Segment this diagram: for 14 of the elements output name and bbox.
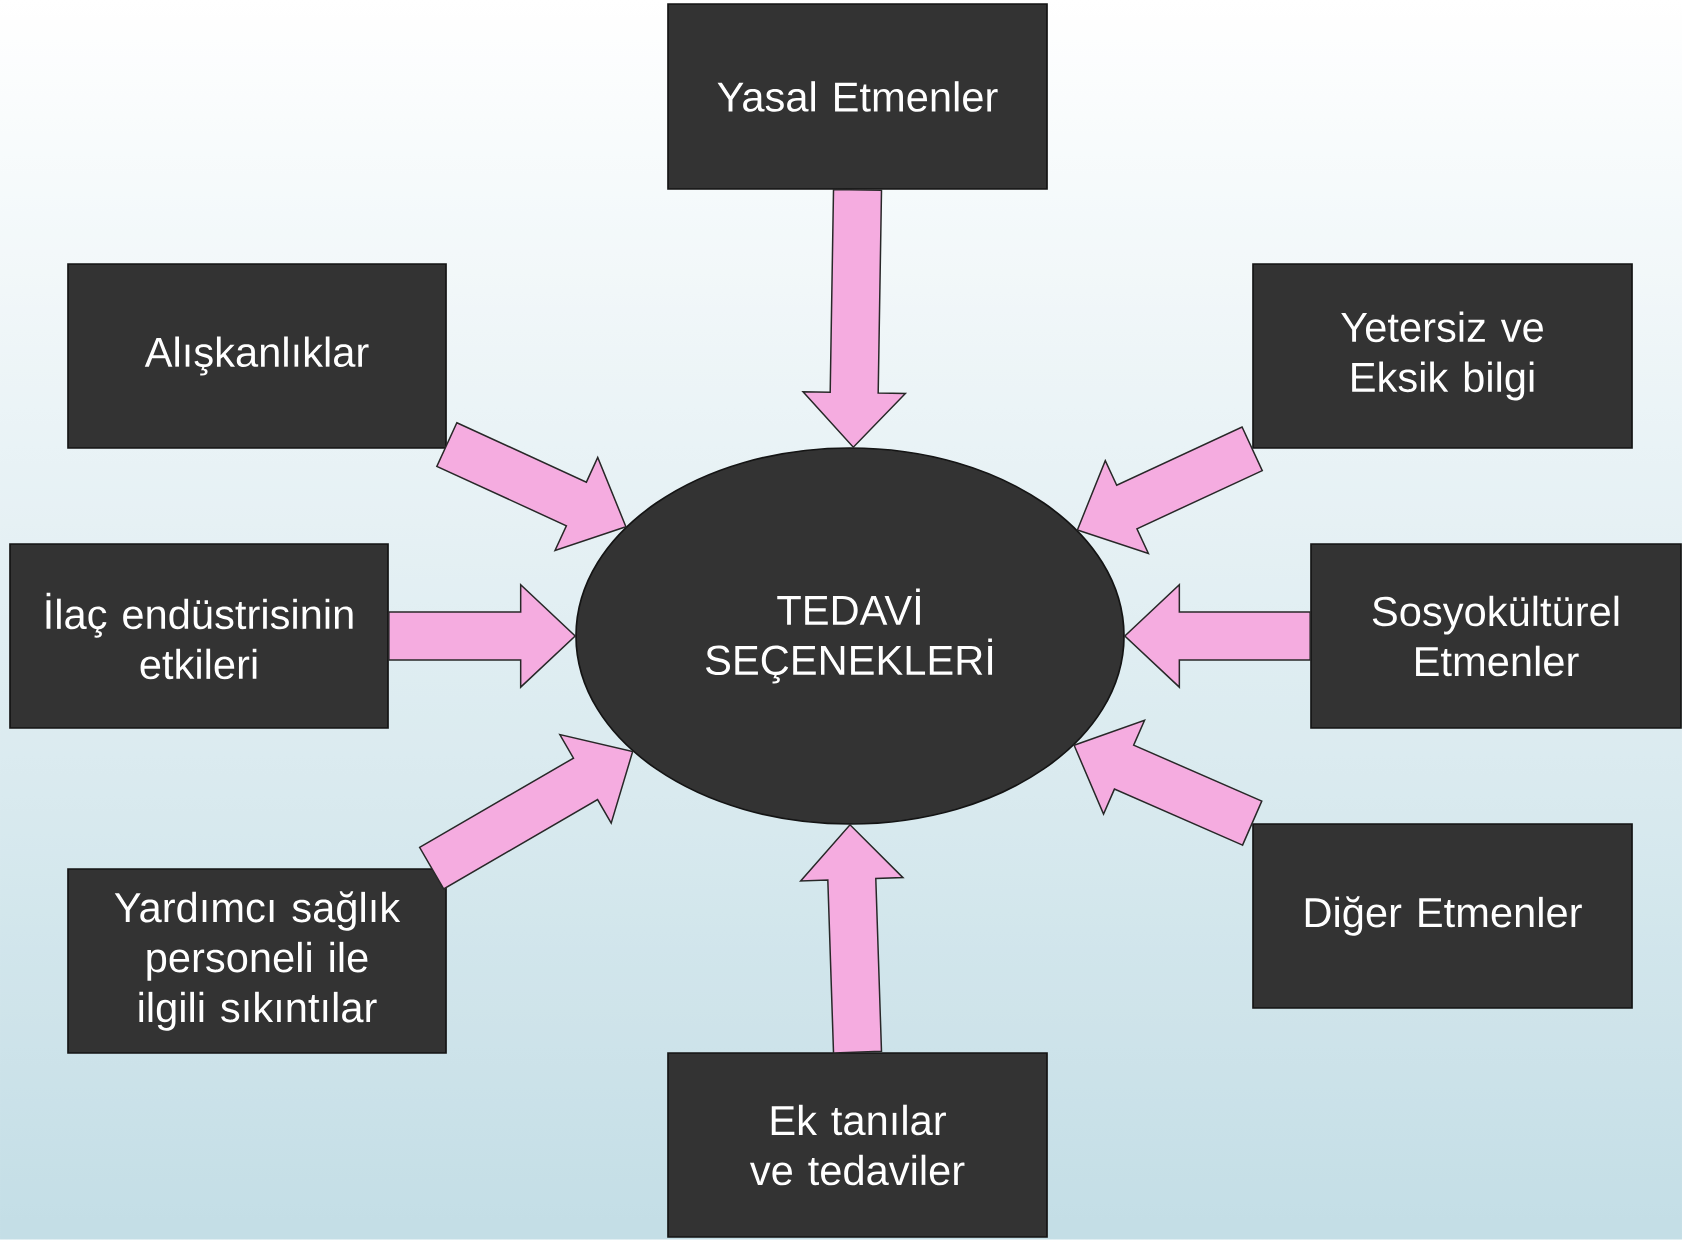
factor-box: Yardımcı sağlık personeli ile ilgili sıkıntılar (67, 868, 447, 1054)
block-arrow (1123, 583, 1311, 689)
factor-box: İlaç endüstrisinin etkileri (9, 543, 389, 729)
block-arrow (418, 733, 634, 890)
factor-box: Sosyokültürel Etmenler (1310, 543, 1682, 729)
block-arrow (388, 583, 577, 689)
factor-box: Alışkanlıklar (67, 263, 447, 449)
block-arrow (1076, 426, 1264, 555)
block-arrow (798, 823, 905, 1054)
block-arrow (801, 188, 908, 449)
factor-box: Yasal Etmenler (667, 3, 1048, 190)
factor-box: Diğer Etmenler (1252, 823, 1633, 1009)
factor-box: Yetersiz ve Eksik bilgi (1252, 263, 1633, 449)
factor-box: Ek tanılar ve tedaviler (667, 1052, 1048, 1238)
